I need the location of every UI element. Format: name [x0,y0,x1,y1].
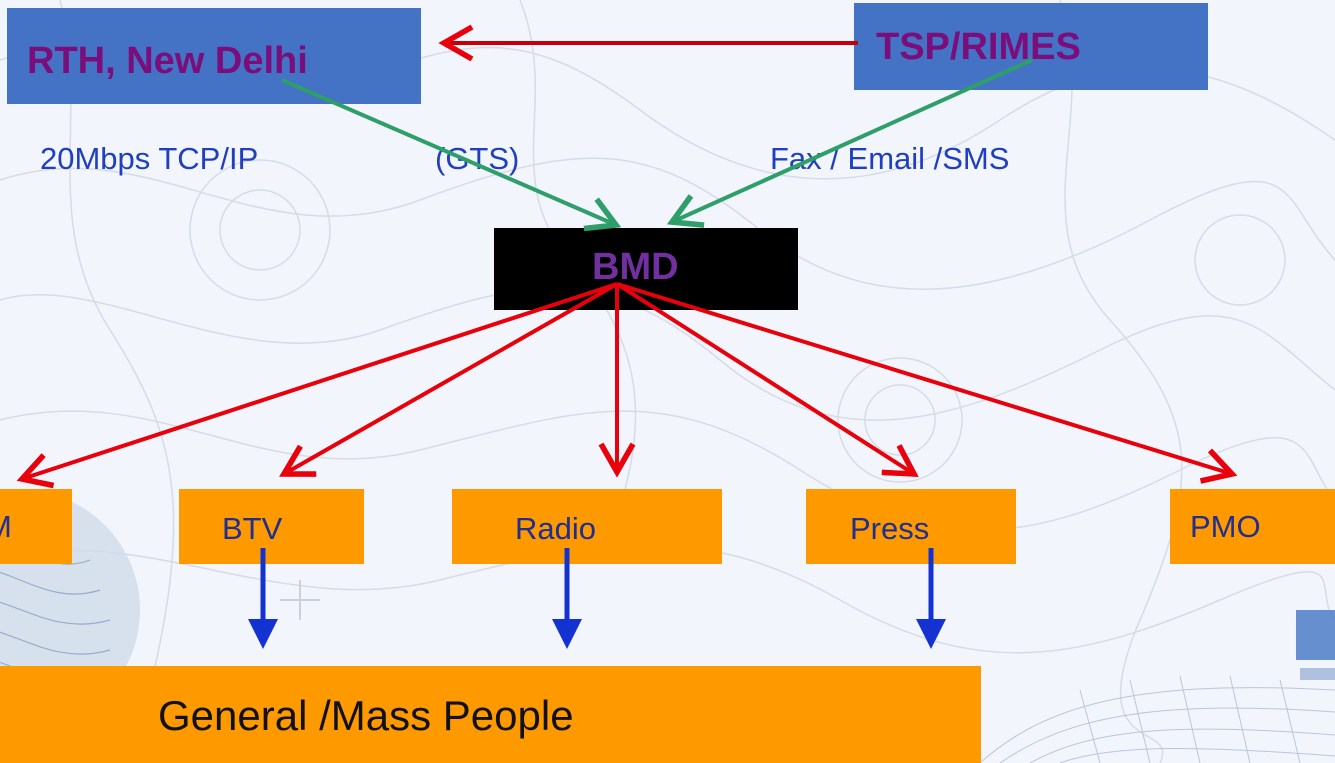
radio-box [452,489,722,564]
press-box [806,489,1016,564]
partial-node-label: M [0,509,12,545]
tsp-rimes-label: TSP/RIMES [876,26,1081,68]
bmd-label: BMD [592,246,679,288]
radio-label: Radio [515,511,596,546]
gts-label: (GTS) [435,141,520,176]
general-mass-people-label: General /Mass People [158,692,574,739]
pmo-label: PMO [1190,509,1261,544]
rth-new-delhi-label: RTH, New Delhi [27,40,308,82]
press-label: Press [850,511,930,546]
tsp-channels-label: Fax / Email /SMS [770,141,1010,176]
rth-speed-label: 20Mbps TCP/IP [40,141,259,176]
btv-box [179,489,364,564]
partial-node-box [0,489,72,564]
btv-label: BTV [222,511,283,546]
general-mass-people-box [0,666,981,763]
pmo-box [1170,489,1335,564]
